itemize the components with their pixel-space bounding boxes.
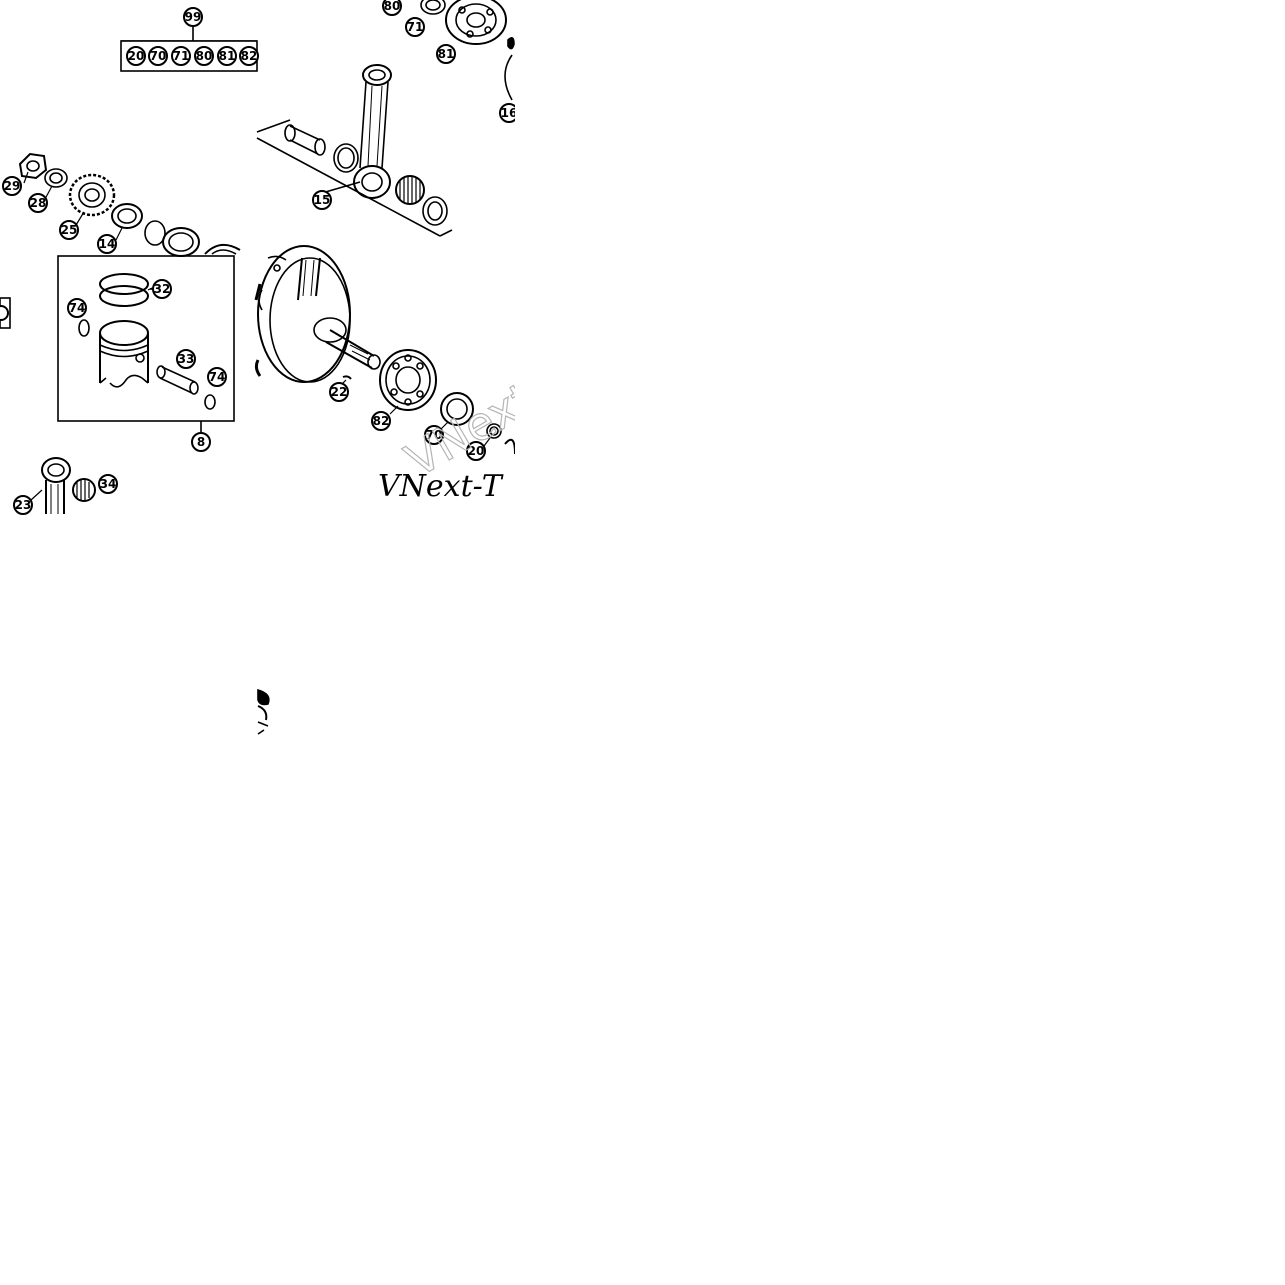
svg-text:32: 32 (154, 282, 171, 296)
svg-text:33: 33 (178, 352, 195, 366)
callout-34[interactable]: 34 (98, 474, 118, 494)
kit-member-82[interactable]: 82 (239, 46, 259, 66)
top-bearing-group (420, 0, 515, 101)
kit-member-71[interactable]: 71 (171, 46, 191, 66)
lower-rod-group (41, 457, 96, 514)
svg-text:82: 82 (241, 49, 258, 63)
svg-text:70: 70 (150, 49, 167, 63)
callout-70[interactable]: 70 (424, 425, 444, 445)
svg-text:28: 28 (30, 196, 47, 210)
svg-text:14: 14 (99, 237, 116, 251)
svg-text:70: 70 (426, 428, 443, 442)
kit-number: 99 (185, 10, 202, 24)
callout-28[interactable]: 28 (28, 193, 48, 213)
svg-text:34: 34 (100, 477, 117, 491)
svg-text:15: 15 (314, 193, 331, 207)
svg-text:71: 71 (173, 49, 190, 63)
callout-32[interactable]: 32 (152, 279, 172, 299)
svg-text:74: 74 (209, 370, 226, 384)
kit-number-callout[interactable]: 99 (183, 7, 203, 27)
watermark-text: VNext-T (378, 469, 504, 504)
svg-text:82: 82 (373, 414, 390, 428)
callout-33[interactable]: 33 (176, 349, 196, 369)
callout-74b[interactable]: 74 (207, 367, 227, 387)
callout-29[interactable]: 29 (2, 176, 22, 196)
crankshaft-group (254, 245, 516, 455)
kit-group: 99 20 70 71 80 81 82 (120, 7, 259, 72)
leader-lines (23, 171, 491, 501)
svg-text:20: 20 (468, 444, 485, 458)
callout-22[interactable]: 22 (329, 382, 349, 402)
svg-text:71: 71 (407, 20, 424, 34)
kit-member-70[interactable]: 70 (148, 46, 168, 66)
svg-text:29: 29 (4, 179, 21, 193)
callout-80[interactable]: 80 (382, 0, 402, 16)
kit-member-80[interactable]: 80 (194, 46, 214, 66)
callout-82[interactable]: 82 (371, 411, 391, 431)
svg-text:16: 16 (501, 106, 518, 120)
piston-kit-box (57, 255, 235, 432)
svg-text:22: 22 (331, 385, 348, 399)
svg-text:8: 8 (197, 435, 205, 449)
svg-text:23: 23 (15, 498, 32, 512)
callout-15[interactable]: 15 (312, 190, 332, 210)
kit-member-20[interactable]: 20 (126, 46, 146, 66)
callout-16[interactable]: 16 (499, 103, 519, 123)
callout-8[interactable]: 8 (191, 432, 211, 452)
callout-14[interactable]: 14 (97, 234, 117, 254)
callout-23[interactable]: 23 (13, 495, 33, 515)
callout-25[interactable]: 25 (59, 220, 79, 240)
small-fragment (257, 688, 270, 735)
callout-74a[interactable]: 74 (67, 298, 87, 318)
callouts: 80 71 81 16 15 29 28 25 14 32 74 33 74 8… (2, 0, 519, 515)
callout-71[interactable]: 71 (405, 17, 425, 37)
callout-20[interactable]: 20 (466, 441, 486, 461)
svg-text:81: 81 (438, 47, 455, 61)
callout-81[interactable]: 81 (436, 44, 456, 64)
svg-text:80: 80 (384, 0, 401, 13)
svg-text:20: 20 (128, 49, 145, 63)
svg-text:25: 25 (61, 223, 78, 237)
svg-text:74: 74 (69, 301, 86, 315)
connecting-rod-assembly-top (256, 64, 453, 237)
svg-text:80: 80 (196, 49, 213, 63)
kit-member-81[interactable]: 81 (217, 46, 237, 66)
svg-text:81: 81 (219, 49, 236, 63)
gear-train-group (18, 152, 241, 257)
